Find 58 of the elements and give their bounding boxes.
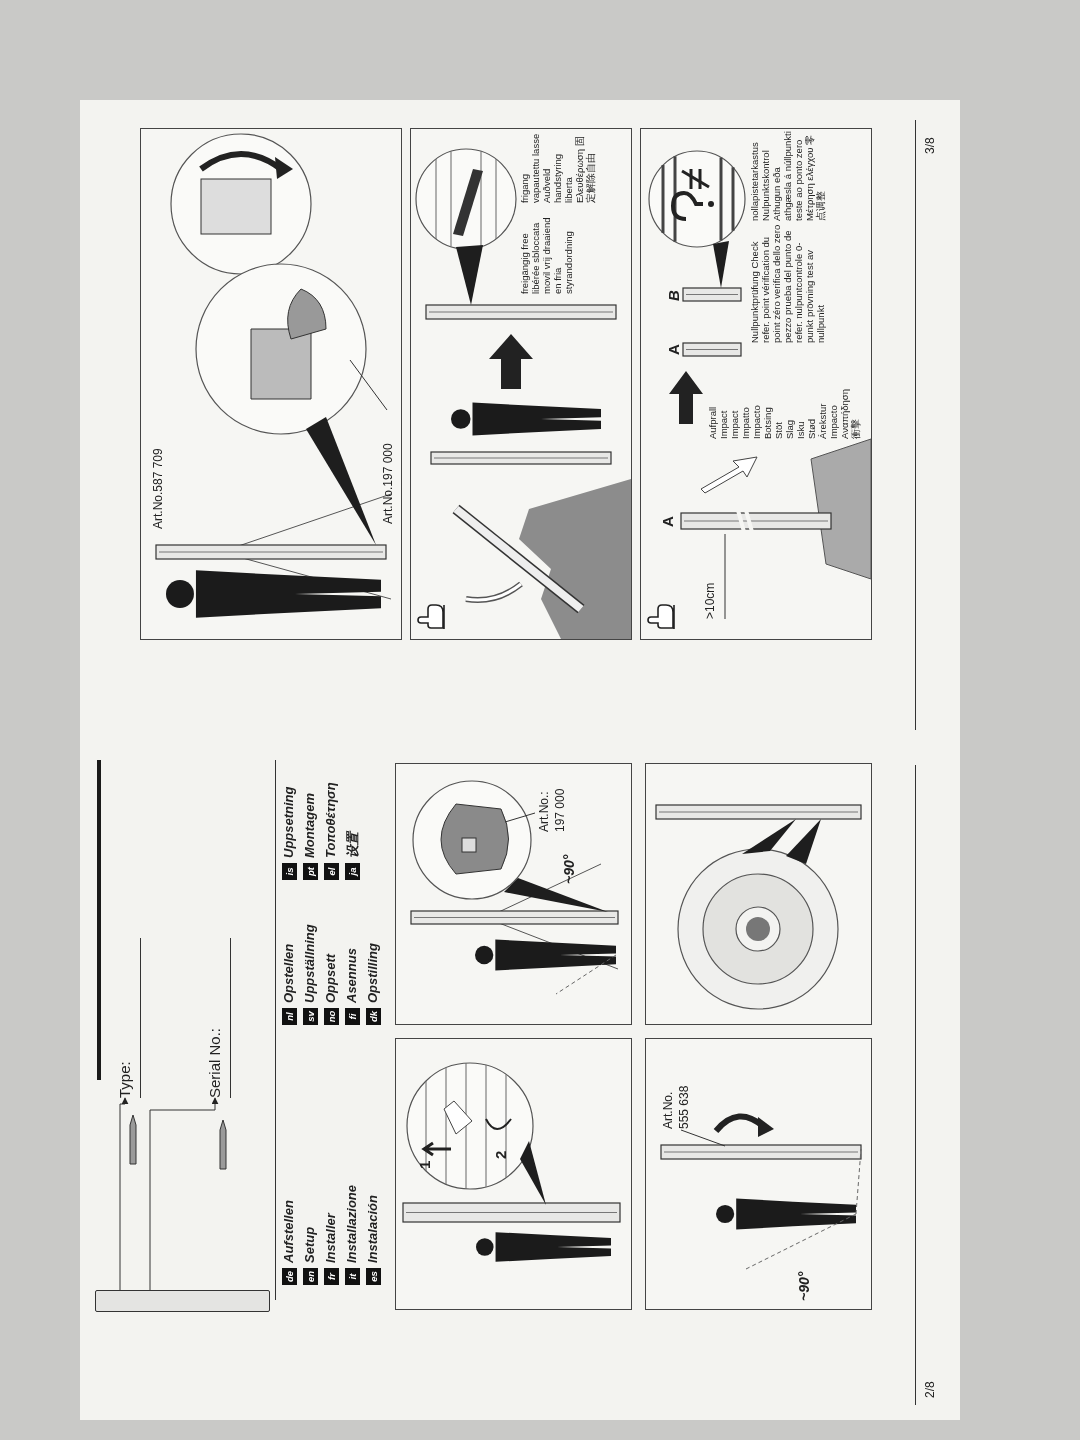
- callout-letter: A: [665, 344, 682, 355]
- language-code-badge: el: [324, 863, 339, 880]
- page-number: 3/8: [923, 137, 937, 154]
- language-code-badge: dk: [366, 1008, 381, 1025]
- caption-text: Nullpunktprüfung Check refer. point vérification du point zéro verifica dello zero pezzo prueba del punto de refer. nulpuntcontrole 0-punkt prövning test av nullpunkt: [749, 223, 826, 343]
- leader-arrow: [119, 1097, 129, 1291]
- caption-text: Aufprall Impact Impact Impatto Impacto Botsing Stöt Slag Isku Stød Árekstur Impacto Αναπήδηση 衝擊: [707, 388, 861, 439]
- leader-line: [349, 359, 388, 411]
- heading-text: Uppsetning: [281, 786, 296, 858]
- language-code-badge: es: [366, 1268, 381, 1285]
- leader-arrow: [149, 1097, 219, 1291]
- language-code-badge: pt: [303, 863, 318, 880]
- heading-text: Oppsett: [323, 953, 338, 1003]
- language-code-badge: no: [324, 1008, 339, 1025]
- level-bar: [95, 1290, 270, 1312]
- caption-text: freigängig free libérée sbloccata movil vrij draaiend en fria styrandordning: [519, 216, 574, 294]
- heading-text: Installer: [323, 1213, 338, 1263]
- heading-text: Instalación: [365, 1195, 380, 1263]
- instruction-panel: [645, 763, 872, 1025]
- part-number-label: Art.No.587 709: [149, 414, 167, 529]
- language-code-badge: it: [345, 1268, 360, 1285]
- instruction-panel: [645, 1038, 872, 1310]
- heading-text: Opstilling: [365, 943, 380, 1003]
- instruction-panel: [395, 1038, 632, 1310]
- heading-text: Τοποθέτηση: [323, 782, 338, 858]
- distance-label: >10cm: [703, 582, 717, 619]
- heading-text: 设置: [344, 832, 361, 858]
- language-code-badge: ja: [345, 863, 360, 880]
- leader-line: [504, 812, 536, 823]
- instruction-panel: [395, 763, 632, 1025]
- language-code-badge: is: [282, 863, 297, 880]
- caption-text: frigang vapautettu lasse Auðveld handstyring liberta Ελευθέρωση 固定解除自由: [519, 132, 596, 203]
- part-number-label: Art.No. 555 638: [660, 1073, 694, 1129]
- page-number: 2/8: [923, 1381, 937, 1398]
- heading-text: Uppställning: [302, 924, 317, 1003]
- heading-text: Asennus: [344, 948, 359, 1003]
- angle-label: ~90°: [796, 1271, 812, 1301]
- callout-letter: A: [659, 516, 676, 527]
- heading-text: Montagem: [302, 793, 317, 858]
- step-number: 1: [416, 1160, 433, 1169]
- part-number-label: Art.No.: 197 000: [536, 774, 570, 832]
- language-code-badge: sv: [303, 1008, 318, 1025]
- heading-text: Installazione: [344, 1184, 359, 1263]
- heading-text: Setup: [302, 1226, 317, 1263]
- part-number-label: Art.No.197 000: [379, 409, 397, 524]
- leader-line: [680, 1129, 726, 1147]
- language-code-badge: en: [303, 1268, 318, 1285]
- angle-label: ~90°: [561, 854, 577, 884]
- callout-letter: B: [665, 290, 682, 301]
- language-code-badge: nl: [282, 1008, 297, 1025]
- heading-text: Opstellen: [281, 943, 296, 1003]
- type-field: Type:: [110, 938, 141, 1098]
- language-code-badge: de: [282, 1268, 297, 1285]
- heading-text: Aufstellen: [281, 1200, 296, 1263]
- language-code-badge: fr: [324, 1268, 339, 1285]
- language-code-badge: fi: [345, 1008, 360, 1025]
- serial-number-field: Serial No.:: [200, 938, 231, 1098]
- step-number: 2: [492, 1150, 509, 1159]
